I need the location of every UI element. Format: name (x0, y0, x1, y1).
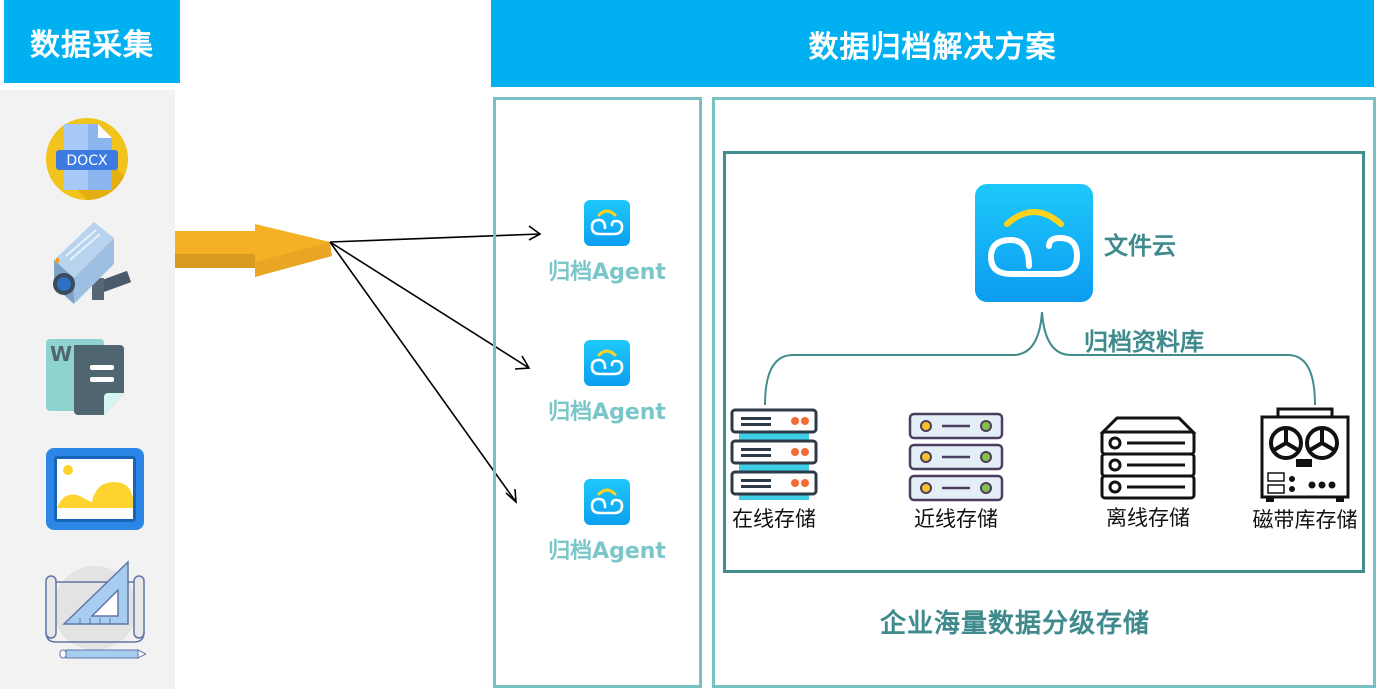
tape-library-icon (1260, 407, 1350, 502)
online-server-icon (730, 408, 818, 500)
offline-server-icon (1099, 416, 1197, 500)
word-document-icon: W (44, 335, 130, 421)
image-file-icon (44, 446, 144, 532)
cloud-app-icon (584, 200, 630, 246)
arrow-to-agent-3 (329, 241, 517, 503)
storage-label: 近线存储 (914, 507, 998, 531)
surveillance-camera-icon (44, 220, 132, 306)
storage-tape-library[interactable]: 磁带库存储 (1244, 407, 1366, 534)
cloud-app-icon (584, 340, 630, 386)
agent-label: 归档Agent (548, 260, 666, 285)
storage-offline[interactable]: 离线存储 (1088, 416, 1208, 532)
storage-panel (712, 97, 1376, 688)
data-sources-panel: DOCX W (0, 90, 175, 689)
storage-nearline[interactable]: 近线存储 (896, 412, 1016, 533)
tiered-storage-label: 企业海量数据分级存储 (880, 609, 1151, 639)
archive-agent-3[interactable]: 归档Agent (540, 479, 674, 565)
arrow-head-3 (505, 488, 517, 504)
agent-label: 归档Agent (548, 400, 666, 425)
docx-label: DOCX (66, 153, 108, 169)
storage-label: 磁带库存储 (1252, 508, 1358, 532)
nearline-server-icon (908, 412, 1004, 502)
arrow-head-2 (514, 355, 531, 370)
big-orange-arrow (175, 224, 332, 277)
archive-agent-1[interactable]: 归档Agent (540, 200, 674, 286)
arrow-to-agent-1 (329, 233, 541, 243)
archive-agent-2[interactable]: 归档Agent (540, 340, 674, 426)
header-data-collection: 数据采集 (4, 0, 180, 83)
archive-repository-box (723, 151, 1365, 573)
arrow-head-1 (528, 225, 542, 241)
file-cloud-icon (975, 184, 1093, 302)
docx-file-icon: DOCX (44, 116, 130, 202)
storage-label: 在线存储 (732, 507, 816, 531)
repository-connector (764, 311, 1316, 406)
storage-online[interactable]: 在线存储 (714, 408, 834, 533)
archive-repository-label: 归档资料库 (1084, 328, 1204, 356)
cloud-app-icon (584, 479, 630, 525)
file-cloud-app[interactable] (975, 184, 1093, 302)
blueprint-drawing-icon (44, 560, 146, 659)
storage-label: 离线存储 (1106, 506, 1190, 530)
file-cloud-label: 文件云 (1104, 232, 1176, 260)
agent-label: 归档Agent (548, 539, 666, 564)
agent-panel (493, 97, 702, 688)
word-label: W (50, 342, 72, 366)
header-archive-solution: 数据归档解决方案 (491, 0, 1374, 87)
